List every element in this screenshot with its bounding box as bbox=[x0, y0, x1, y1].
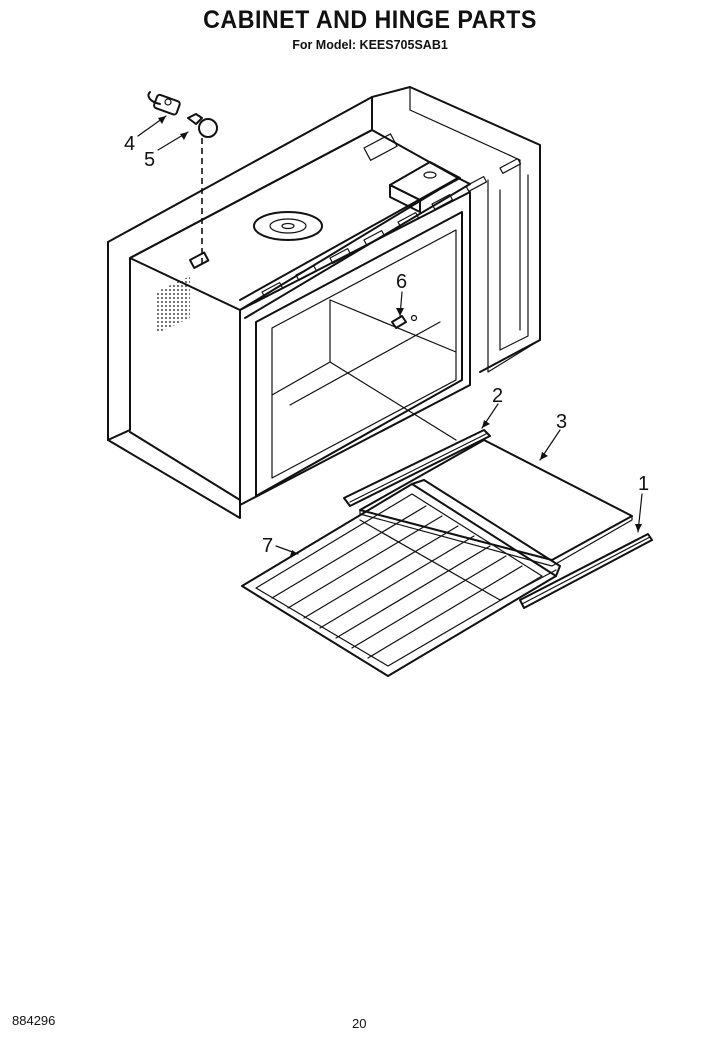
callout-5: 5 bbox=[144, 149, 155, 171]
callout-3: 3 bbox=[556, 411, 567, 433]
front-strip bbox=[343, 429, 491, 507]
callout-7: 7 bbox=[262, 535, 273, 557]
callout-6: 6 bbox=[396, 271, 407, 293]
page-title: CABINET AND HINGE PARTS bbox=[203, 6, 537, 34]
lamp-bulb bbox=[187, 113, 218, 138]
top-disk bbox=[253, 211, 323, 241]
hinge-clip bbox=[391, 314, 418, 329]
lamp-opening bbox=[188, 251, 210, 269]
callout-leaders bbox=[137, 115, 643, 556]
lamp-socket bbox=[147, 91, 181, 116]
side-vent-grille bbox=[156, 276, 190, 334]
top-vent-slots bbox=[261, 158, 522, 298]
callout-4: 4 bbox=[124, 133, 135, 155]
cavity-front bbox=[239, 191, 471, 506]
motor-housing bbox=[363, 133, 461, 213]
callout-2: 2 bbox=[492, 385, 503, 407]
page-number: 20 bbox=[352, 1016, 367, 1031]
cabinet-frame bbox=[107, 86, 541, 519]
side-rail bbox=[519, 533, 653, 609]
oven-rack bbox=[241, 479, 561, 677]
model-line: For Model: KEES705SAB1 bbox=[292, 38, 448, 52]
glass-tray bbox=[359, 439, 633, 561]
document-number: 884296 bbox=[12, 1013, 56, 1028]
callout-1: 1 bbox=[638, 473, 649, 495]
